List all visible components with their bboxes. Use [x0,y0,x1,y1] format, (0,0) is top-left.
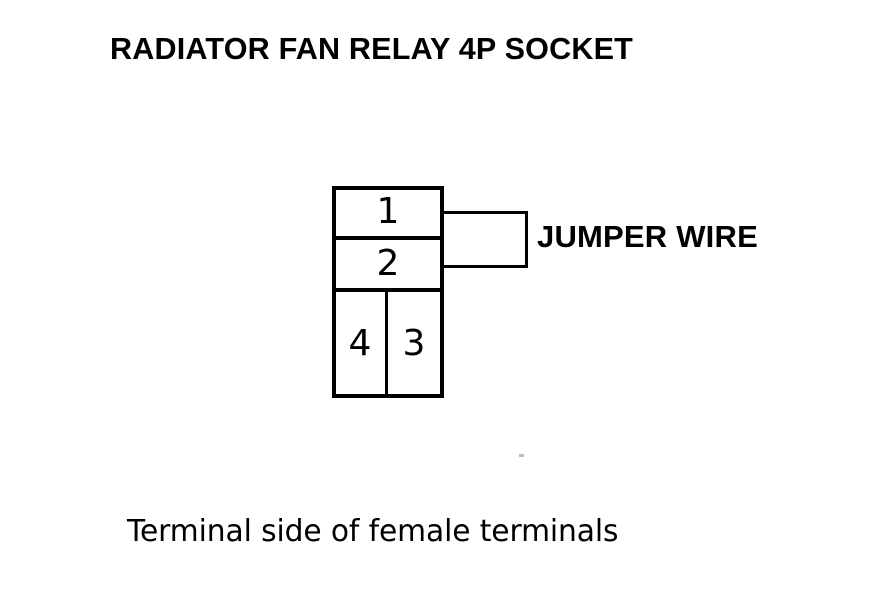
socket-divider-pin2-bottomrow [332,288,444,292]
socket-divider-pin4-pin3 [385,290,388,398]
terminal-number-4: 4 [348,323,372,364]
page-title: RADIATOR FAN RELAY 4P SOCKET [110,31,634,66]
diagram-caption: Terminal side of female terminals [127,514,619,549]
scan-artifact-speck [519,454,524,457]
jumper-wire-label: JUMPER WIRE [537,219,758,254]
terminal-number-3: 3 [402,323,426,364]
socket-divider-pin1-pin2 [332,236,444,240]
jumper-wire-shape [442,211,528,268]
terminal-number-1: 1 [376,191,400,232]
relay-socket-outline [332,186,444,398]
terminal-number-2: 2 [376,243,400,284]
